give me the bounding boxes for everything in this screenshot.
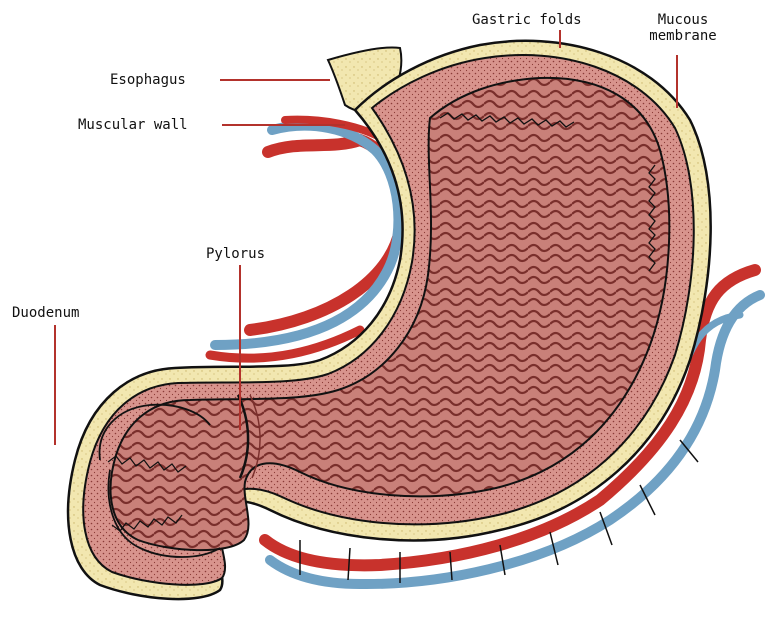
label-esophagus: Esophagus	[110, 72, 186, 88]
label-gastric-folds: Gastric folds	[472, 12, 582, 28]
label-mucous-membrane: Mucous membrane	[633, 12, 733, 44]
label-pylorus: Pylorus	[206, 246, 265, 262]
label-mucous-line2: membrane	[633, 28, 733, 44]
label-duodenum: Duodenum	[12, 305, 79, 321]
label-mucous-line1: Mucous	[633, 12, 733, 28]
label-muscular-wall: Muscular wall	[78, 117, 188, 133]
